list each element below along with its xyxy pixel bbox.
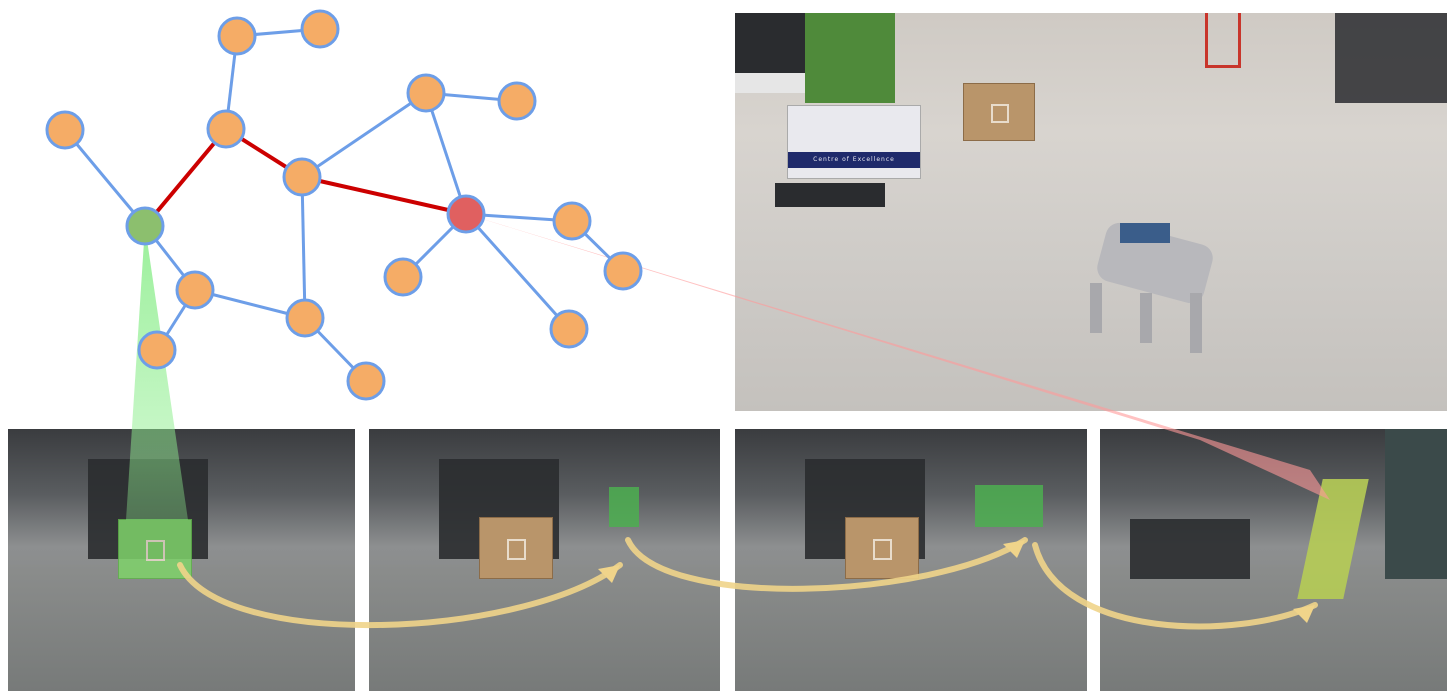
graph-node: [285, 298, 325, 338]
graph-node: [175, 270, 215, 310]
graph-node: [282, 157, 322, 197]
graph-node: [497, 81, 537, 121]
graph-node: [406, 73, 446, 113]
graph-node: [346, 361, 386, 401]
graph-node: [217, 16, 257, 56]
arrow-head-icon: [1003, 540, 1025, 558]
graph-node: [300, 9, 340, 49]
segmented-object: [609, 487, 639, 527]
frame-2: [369, 429, 720, 691]
arrow-head-icon: [1293, 605, 1315, 623]
path-edge: [143, 127, 228, 228]
goal-node: [446, 194, 486, 234]
graph-node: [137, 330, 177, 370]
robot-lab-photo: Centre of Excellence: [735, 13, 1447, 411]
graph-node: [552, 201, 592, 241]
graph-node: [206, 109, 246, 149]
graph-edge: [300, 176, 307, 319]
quadruped-robot: [1080, 203, 1230, 353]
path-edge: [301, 175, 467, 216]
sign: Centre of Excellence: [787, 105, 921, 179]
goal-node-beam: [466, 214, 1330, 500]
transition-arrow: [1032, 542, 1318, 630]
graph-node: [45, 110, 85, 150]
graph-edge: [464, 212, 571, 331]
start-node: [125, 206, 165, 246]
graph-node: [383, 257, 423, 297]
start-node-beam: [126, 226, 188, 520]
cardboard-box: [479, 517, 553, 579]
cardboard-box: [845, 517, 919, 579]
cardboard-box: [963, 83, 1035, 141]
graph-node: [549, 309, 589, 349]
frame-3: [735, 429, 1087, 691]
transition-arrow: [177, 562, 623, 629]
transition-arrow: [625, 537, 1028, 592]
graph-edge: [301, 91, 427, 179]
segmented-object: [975, 485, 1043, 527]
graph-node: [603, 251, 643, 291]
graph-edge: [63, 129, 147, 227]
arrow-head-icon: [598, 565, 620, 583]
graph-edge: [424, 92, 468, 215]
sign-text: Centre of Excellence: [788, 152, 920, 168]
